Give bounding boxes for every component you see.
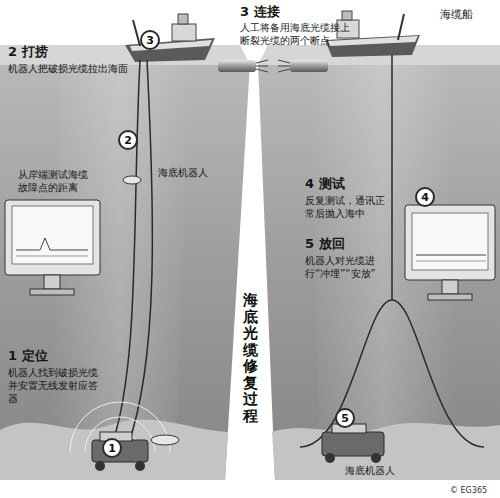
step-heading: 5 放回 <box>305 236 345 253</box>
cable-ship <box>125 14 215 62</box>
note-text: 从岸端测试海缆故障点的距离 <box>18 168 90 194</box>
step-text: 机器人对光缆进行“冲埋”“安放” <box>305 254 385 280</box>
cable <box>391 55 393 300</box>
cable-ship <box>325 11 420 57</box>
step-text: 反复测试，通讯正常后抛入海中 <box>305 194 385 220</box>
sea-column <box>0 62 250 480</box>
step-heading: 3 连接 <box>240 4 280 21</box>
cable <box>128 60 152 445</box>
callout-circle: 2 <box>118 130 138 150</box>
callout-number: 2 <box>124 135 132 146</box>
callout-circle: 4 <box>415 187 435 207</box>
ship-label: 海缆船 <box>440 8 473 22</box>
vertical-title: 海底光缆修复过程 <box>243 292 258 424</box>
monitor <box>5 200 100 295</box>
callout-number: 5 <box>341 413 349 424</box>
sea-column <box>258 62 500 480</box>
callout-number: 1 <box>108 443 116 454</box>
cable <box>112 60 140 445</box>
callout-number: 4 <box>421 192 429 203</box>
step-text: 人工将备用海底光缆接上断裂光缆的两个断点 <box>240 21 352 47</box>
seafloor <box>272 423 500 480</box>
callout-number: 3 <box>146 35 154 46</box>
step-text: 机器人找到破损光缆并安置无线发射应答器 <box>8 366 104 405</box>
callout-circle: 1 <box>102 438 122 458</box>
step-heading: 4 测试 <box>305 176 345 193</box>
underwater-drone <box>123 176 179 445</box>
watermark: © EG365 <box>450 486 487 496</box>
seabed-robot <box>92 432 148 471</box>
seabed-robot <box>322 424 384 463</box>
monitor <box>405 205 495 300</box>
step-heading: 1 定位 <box>8 348 48 365</box>
robot-label: 海底机器人 <box>345 464 395 477</box>
cable <box>300 300 484 447</box>
step-heading: 2 打捞 <box>8 44 48 61</box>
robot-label: 海底机器人 <box>158 166 208 179</box>
sea-surface <box>0 45 250 65</box>
cable-splice <box>218 60 328 72</box>
step-text: 机器人把破损光缆拉出海面 <box>8 62 128 75</box>
callout-circle: 3 <box>140 30 160 50</box>
callout-circle: 5 <box>335 408 355 428</box>
seafloor <box>0 419 228 480</box>
